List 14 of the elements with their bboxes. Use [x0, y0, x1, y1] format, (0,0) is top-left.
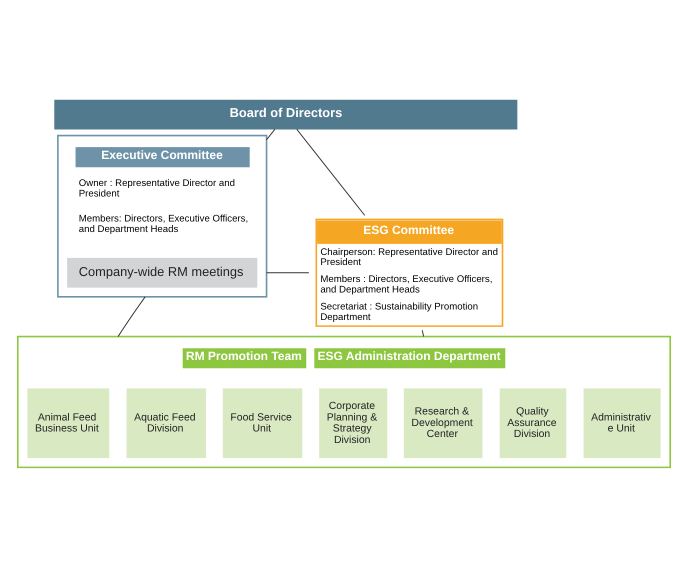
- node-box: Corporate Planning & Strategy Division: [319, 388, 388, 458]
- connector: [266, 272, 310, 274]
- node-box: Food Service Unit: [222, 388, 302, 458]
- node-box: Research & Development Center: [404, 388, 482, 458]
- connector: [118, 296, 146, 338]
- node-box: Quality Assurance Division: [500, 388, 566, 458]
- node-box: Aquatic Feed Division: [126, 388, 206, 458]
- node-box: Company-wide RM meetings: [67, 258, 258, 288]
- connector: [296, 128, 366, 216]
- connector: [422, 330, 424, 338]
- node-box: Administrative Unit: [584, 388, 661, 458]
- connector: [266, 128, 276, 140]
- node-box: Board of Directors: [54, 100, 518, 130]
- node-box: Animal Feed Business Unit: [27, 388, 110, 458]
